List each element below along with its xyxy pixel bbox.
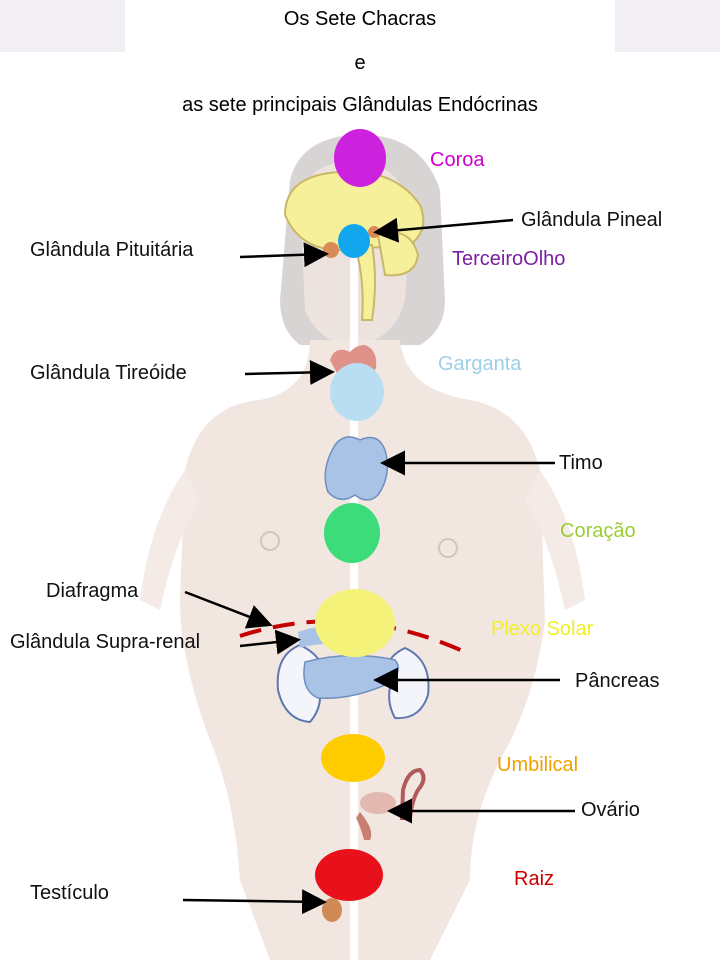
ovary-organ: [360, 792, 396, 814]
gland-label-diafragma: Diafragma: [46, 580, 139, 602]
arrow-pituitaria: [239, 242, 329, 268]
thymus-gland: [324, 436, 389, 501]
pituitary-gland: [323, 242, 339, 258]
chakra-label-plexo-solar: Plexo Solar: [491, 618, 594, 640]
arrow-testiculo: [182, 889, 327, 915]
chakra-label-terceiro-olho: TerceiroOlho: [452, 248, 566, 270]
chakra-label-coroa: Coroa: [430, 149, 485, 171]
chakra-raiz-circle: [315, 849, 383, 901]
arrow-supra-renal: [239, 629, 301, 655]
gland-label-testiculo: Testículo: [30, 882, 109, 904]
chakra-label-raiz: Raiz: [514, 868, 555, 890]
chakra-coroa-circle: [334, 129, 386, 187]
title-line-1: Os Sete Chacras: [283, 8, 437, 30]
arrow-diafragma: [184, 590, 273, 629]
gland-label-pituitaria: Glândula Pituitária: [30, 239, 194, 261]
top-band-left: [0, 0, 125, 52]
chakra-plexo-solar-circle: [315, 589, 395, 657]
chakra-label-umbilical: Umbilical: [497, 754, 579, 776]
chakra-terceiro-olho-circle: [338, 224, 370, 258]
gland-label-ovario: Ovário: [581, 799, 640, 821]
chakra-garganta-circle: [330, 363, 384, 421]
gland-label-pancreas: Pâncreas: [575, 670, 660, 692]
left-nipple: [260, 531, 280, 551]
brain-stem: [353, 244, 376, 321]
gland-label-pineal: Glândula Pineal: [521, 209, 663, 231]
title-line-2: e: [354, 52, 366, 74]
testicle-organ: [322, 898, 342, 922]
chakra-coracao-circle: [324, 503, 380, 563]
right-arm: [525, 470, 585, 610]
chakra-umbilical-circle: [321, 734, 385, 782]
gland-label-supra-renal: Glândula Supra-renal: [10, 631, 201, 653]
left-arm: [140, 470, 200, 610]
title-line-3: as sete principais Glândulas Endócrinas: [182, 94, 538, 116]
chakra-label-garganta: Garganta: [438, 353, 522, 375]
gland-label-timo: Timo: [559, 452, 603, 474]
gland-label-tireoide: Glândula Tireóide: [30, 362, 187, 384]
top-band-right: [615, 0, 720, 52]
arrow-pineal: [373, 217, 514, 243]
right-nipple: [438, 538, 458, 558]
chakra-label-coracao: Coração: [560, 520, 636, 542]
uterus: [356, 812, 372, 840]
arrow-tireoide: [244, 359, 335, 385]
